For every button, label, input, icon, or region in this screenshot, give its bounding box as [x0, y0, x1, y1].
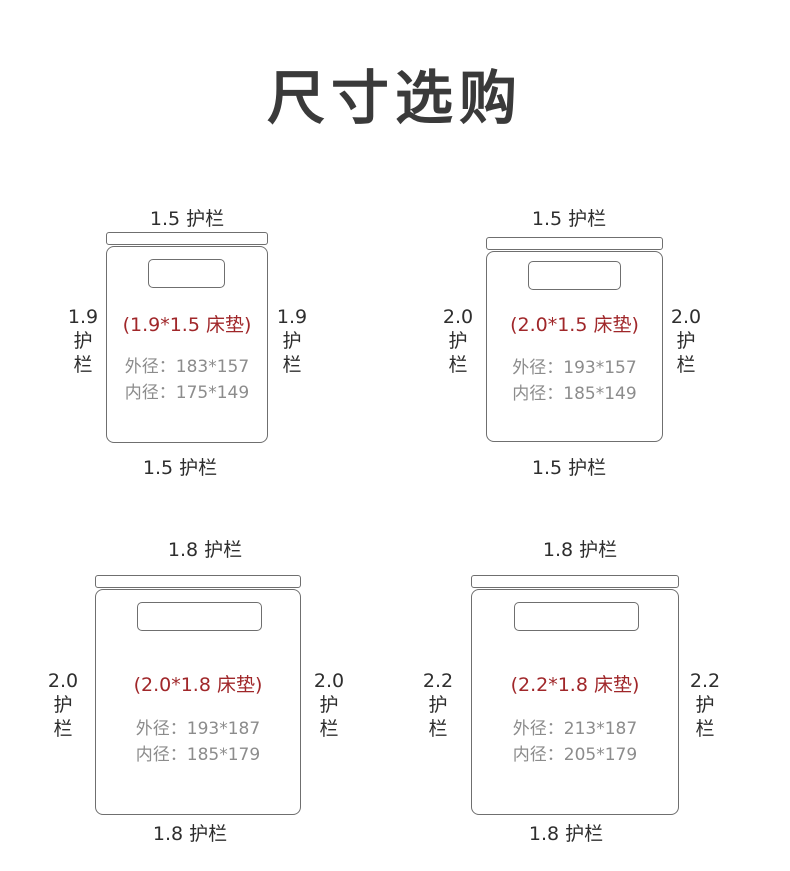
- top-rail-label: 1.8 护栏: [167, 539, 243, 561]
- mattress-size: (1.9*1.5 床垫): [122, 314, 252, 336]
- outer-dimension: 外径：213*187: [512, 719, 638, 739]
- pillow: [148, 259, 225, 288]
- mattress-outline: (2.2*1.8 床垫) 外径：213*187 内径：205*179: [471, 589, 679, 815]
- bottom-rail-label: 1.5 护栏: [531, 457, 607, 479]
- inner-dimension: 内径：185*149: [512, 384, 637, 404]
- page-title: 尺寸选购: [266, 64, 523, 132]
- top-rail-label: 1.5 护栏: [149, 208, 225, 230]
- mattress-size: (2.0*1.8 床垫): [133, 674, 263, 696]
- outer-dimension: 外径：193*157: [512, 358, 637, 378]
- top-rail-label: 1.8 护栏: [542, 539, 618, 561]
- outer-dimension: 外径：193*187: [135, 719, 261, 739]
- inner-dimension: 内径：185*179: [135, 745, 261, 765]
- top-rail-label: 1.5 护栏: [531, 208, 607, 230]
- mattress-size: (2.2*1.8 床垫): [510, 674, 640, 696]
- top-rail: [106, 232, 268, 245]
- top-rail: [95, 575, 301, 588]
- mattress-outline: (2.0*1.5 床垫) 外径：193*157 内径：185*149: [486, 251, 663, 442]
- pillow: [137, 602, 262, 631]
- bottom-rail-label: 1.8 护栏: [528, 823, 604, 845]
- mattress-outline: (2.0*1.8 床垫) 外径：193*187 内径：185*179: [95, 589, 301, 815]
- bottom-rail-label: 1.5 护栏: [142, 457, 218, 479]
- top-rail: [471, 575, 679, 588]
- top-rail: [486, 237, 663, 250]
- pillow: [514, 602, 639, 631]
- mattress-size: (2.0*1.5 床垫): [510, 314, 639, 336]
- bottom-rail-label: 1.8 护栏: [152, 823, 228, 845]
- outer-dimension: 外径：183*157: [124, 357, 250, 377]
- mattress-outline: (1.9*1.5 床垫) 外径：183*157 内径：175*149: [106, 246, 268, 443]
- pillow: [528, 261, 621, 290]
- inner-dimension: 内径：175*149: [124, 383, 250, 403]
- inner-dimension: 内径：205*179: [512, 745, 638, 765]
